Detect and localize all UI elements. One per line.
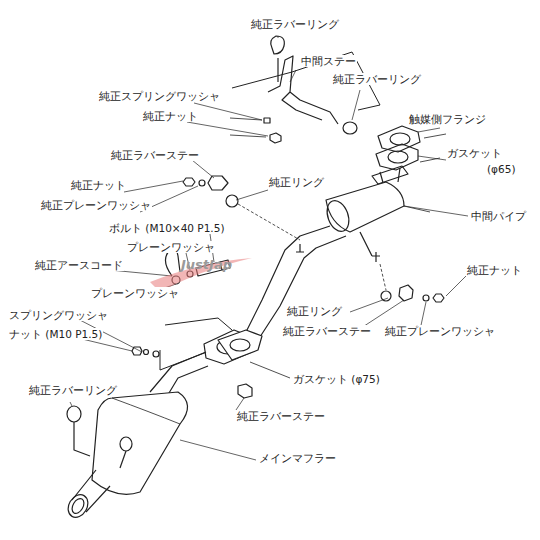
part-label: スプリングワッシャ [8, 309, 109, 321]
part-label: プレーンワッシャ [90, 287, 180, 299]
part-label: 純正アースコード [34, 259, 124, 271]
part-label: 純正ラバーステー [110, 149, 200, 161]
part-label: 純正ナット [70, 179, 127, 191]
part-label: 純正ラバーリング [28, 384, 118, 396]
part-label: ガスケット [446, 147, 503, 159]
part-label: 純正ラバーリング [332, 73, 422, 85]
part-label: 純正プレーンワッシャ [40, 199, 152, 211]
part-label: 純正リング [268, 176, 325, 188]
part-label: 純正ナット [466, 264, 523, 276]
part-label: 中間ステー [300, 55, 357, 67]
part-label: ガスケット (φ75) [292, 373, 381, 385]
part-label: 純正ラバーステー [282, 325, 372, 337]
part-label: ナット (M10 P1.5) [8, 328, 103, 340]
part-label: ボルト (M10×40 P1.5) [108, 222, 225, 234]
part-label: 触媒側フランジ [408, 113, 487, 125]
part-label: 中間パイプ [470, 210, 527, 222]
part-label: 純正スプリングワッシャ [98, 90, 221, 102]
watermark: JustJap [180, 258, 233, 273]
part-label: 純正ラバーステー [236, 410, 326, 422]
part-label: プレーンワッシャ [126, 241, 216, 253]
part-label: 純正ラバーリング [250, 18, 340, 30]
part-label: (φ65) [486, 163, 516, 175]
part-label: 純正プレーンワッシャ [384, 325, 496, 337]
part-label: メインマフラー [258, 452, 337, 464]
part-label: 純正リング [286, 305, 343, 317]
part-label: 純正ナット [142, 110, 199, 122]
